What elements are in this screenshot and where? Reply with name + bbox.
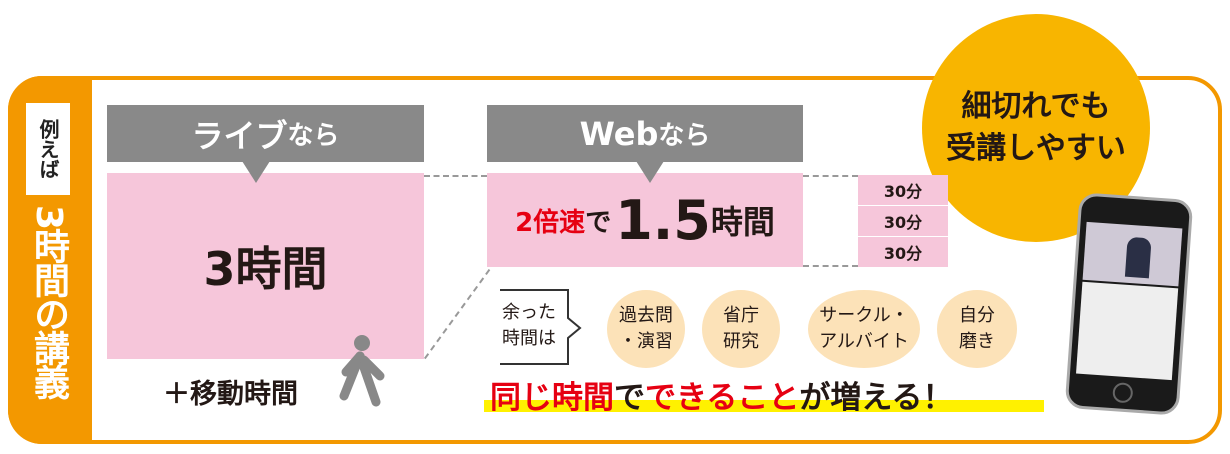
tagline-part: で [614, 380, 645, 416]
side-title: 3時間の講義 [28, 205, 69, 399]
smartphone-image [1064, 192, 1194, 416]
activity-line: 磨き [959, 331, 995, 352]
tagline-highlight [484, 400, 1044, 412]
activity-line: サークル・ [819, 305, 909, 326]
web-duration-num: 1.5 [615, 188, 711, 252]
activity-line: 過去問 [619, 305, 673, 326]
activity-circle: 自分磨き [937, 290, 1017, 368]
activity-circle: 過去問・演習 [607, 290, 685, 368]
web-header-suffix: なら [658, 121, 711, 151]
spare-label: 余った時間は [502, 300, 556, 352]
web-pointer [636, 161, 664, 183]
activity-circle: 省庁研究 [702, 290, 780, 368]
web-duration-unit: 時間 [710, 203, 775, 241]
connector-line [803, 265, 858, 267]
web-header-main: Web [579, 114, 659, 153]
player-controls [1076, 281, 1179, 381]
activity-circle: サークル・アルバイト [808, 290, 920, 368]
badge-line1: 細切れでも [961, 89, 1111, 124]
live-duration: 3時間 [203, 242, 328, 296]
live-header-main: ライブ [191, 116, 288, 155]
connector-line [424, 175, 487, 177]
segment-30min: 30分 [858, 175, 948, 205]
activity-line: ・演習 [619, 331, 673, 352]
activity-line: アルバイト [819, 331, 909, 352]
live-pointer [242, 161, 270, 183]
activity-line: 研究 [723, 331, 759, 352]
connector-line [803, 175, 858, 177]
walking-person-icon [339, 335, 385, 407]
web-de: で [585, 207, 612, 238]
web-speed: 2倍速 [515, 207, 586, 238]
tagline-part: できること [645, 380, 800, 416]
segment-30min: 30分 [858, 206, 948, 236]
tagline-part: が増える！ [799, 380, 954, 416]
tagline-part: 同じ時間 [490, 380, 614, 416]
activity-line: 省庁 [723, 305, 759, 326]
live-header-suffix: なら [287, 121, 340, 151]
activity-line: 自分 [959, 305, 995, 326]
segment-30min: 30分 [858, 237, 948, 267]
live-duration-box: 3時間 [107, 173, 424, 359]
lecture-video [1082, 221, 1183, 287]
tagline: 同じ時間でできることが増える！ [490, 372, 953, 417]
spare-label-line2: 時間は [502, 328, 556, 349]
spare-callout [500, 289, 582, 365]
example-tag: 例えば [26, 103, 70, 195]
live-header: ライブなら [107, 105, 424, 162]
spare-label-line1: 余った [502, 302, 556, 323]
live-extra: ＋移動時間 [163, 379, 298, 410]
badge-line2: 受講しやすい [946, 131, 1126, 166]
